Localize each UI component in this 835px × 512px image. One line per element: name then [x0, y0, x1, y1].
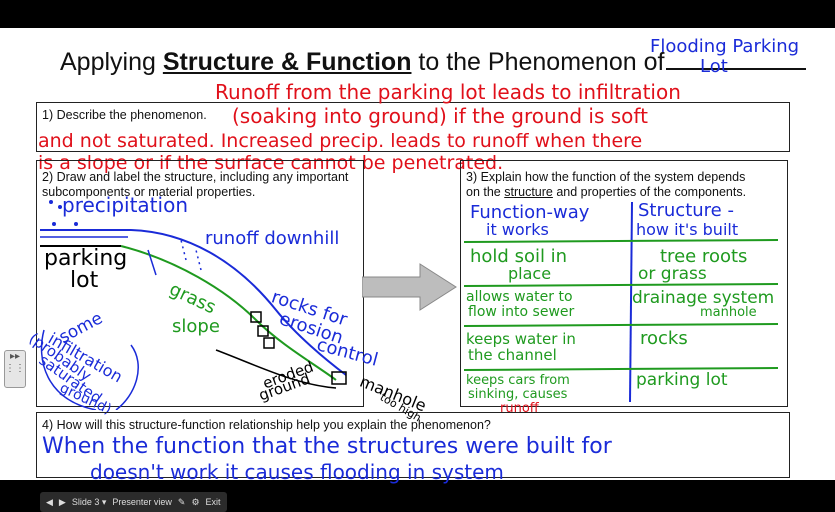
label-runoff: runoff downhill: [205, 228, 340, 249]
q3-table-grid: [463, 201, 779, 403]
q3-prompt-a: 3) Explain how the function of the syste…: [466, 170, 746, 184]
q3-row4-structure-1: parking lot: [636, 370, 728, 390]
exit-button[interactable]: Exit: [205, 497, 221, 507]
right-arrow: [362, 263, 457, 311]
q4-line2: doesn't work it causes flooding in syste…: [90, 460, 504, 484]
q3-header-function-2: it works: [486, 220, 549, 239]
presenter-view-button[interactable]: Presenter view: [112, 497, 172, 507]
title-suffix: to the Phenomenon of: [411, 48, 665, 76]
q3-prompt-b1: on the: [466, 185, 505, 199]
q3-row3-structure-1: rocks: [640, 328, 688, 349]
q3-box: [460, 160, 788, 407]
q3-row2-function-2: flow into sewer: [468, 304, 575, 320]
q1-prompt: 1) Describe the phenomenon.: [42, 108, 207, 122]
q3-header-function-1: Function-way: [470, 202, 590, 223]
q4-prompt: 4) How will this structure-function rela…: [42, 418, 491, 432]
label-slope: slope: [172, 316, 220, 337]
q3-row2-structure-1: drainage system: [632, 288, 775, 308]
q1-box: [36, 102, 790, 152]
q3-prompt-b: on the structure and properties of the c…: [466, 185, 746, 200]
q1-line3: and not saturated. Increased precip. lea…: [38, 130, 643, 152]
q3-row2-structure-2: manhole: [700, 305, 757, 320]
q3-row1-function-1: hold soil in: [470, 246, 568, 267]
label-precipitation: precipitation: [62, 193, 188, 217]
q1-line4: is a slope or if the surface cannot be p…: [38, 152, 504, 174]
q1-line1: Runoff from the parking lot leads to inf…: [215, 80, 681, 104]
next-slide-icon[interactable]: ▶: [58, 496, 66, 507]
slide: [0, 28, 835, 480]
label-lot: lot: [70, 268, 99, 293]
q3-prompt-b2: structure: [504, 185, 553, 199]
q3-prompt-b3: and properties of the components.: [552, 185, 747, 199]
slide-menu[interactable]: Slide 3 ▾: [71, 496, 107, 507]
q3-row4-function-3: runoff: [500, 401, 539, 416]
q4-line1: When the function that the structures we…: [42, 434, 612, 459]
q3-header-structure-1: Structure -: [638, 200, 734, 221]
grip-icon: ⋮⋮: [5, 363, 25, 374]
label-parking: parking: [44, 246, 128, 271]
q2-prompt: 2) Draw and label the structure, includi…: [42, 170, 349, 199]
prev-slide-icon[interactable]: ◀: [46, 496, 53, 507]
q3-row3-function-1: keeps water in: [466, 330, 576, 348]
q3-row1-function-2: place: [508, 264, 552, 283]
expand-arrows-icon: ▸▸: [9, 351, 21, 362]
q3-header-structure-2: how it's built: [636, 220, 739, 239]
gear-icon[interactable]: ⚙: [191, 496, 200, 507]
q3-row1-structure-1: tree roots: [660, 246, 748, 267]
q2-drawing: [40, 200, 347, 410]
q4-box: [36, 412, 790, 478]
title-bold: Structure & Function: [162, 48, 412, 76]
q3-row3-function-2: the channel: [468, 346, 557, 364]
title-prefix: Applying: [60, 48, 163, 76]
q3-row4-function-2: sinking, causes: [468, 387, 568, 402]
pen-icon[interactable]: ✎: [177, 496, 186, 507]
title-blank: [666, 67, 807, 70]
title-answer-2: Lot: [700, 56, 728, 77]
q3-row1-structure-2: or grass: [638, 264, 707, 284]
title-answer-1: Flooding Parking: [650, 36, 800, 57]
q3-row4-function-1: keeps cars from: [466, 373, 570, 388]
q3-row2-function-1: allows water to: [466, 289, 573, 305]
slide-title: Applying Structure & Function to the Phe…: [60, 48, 807, 77]
q1-line2: (soaking into ground) if the ground is s…: [232, 104, 648, 128]
presenter-toolbar: ◀ ▶ Slide 3 ▾ Presenter view ✎ ⚙ Exit: [40, 492, 227, 512]
slide-panel-handle[interactable]: ▸▸ ⋮⋮: [4, 350, 26, 388]
